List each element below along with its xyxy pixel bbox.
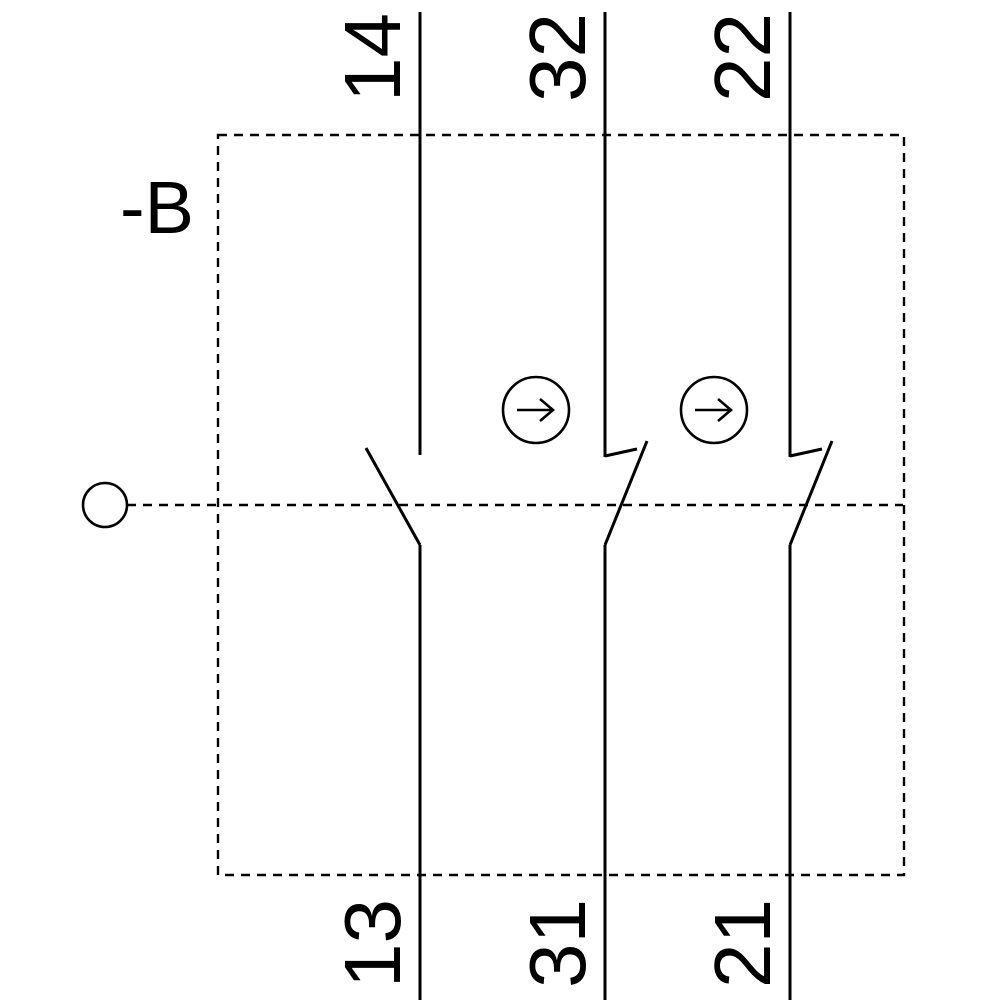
contact-blade — [788, 440, 834, 546]
contact-seat-tick — [789, 447, 823, 458]
circle-right-arrow-icon — [501, 375, 571, 445]
symbol-circle — [501, 375, 571, 445]
contact-nc-31-32: 32 31 — [513, 12, 649, 1000]
arrow-head — [539, 398, 556, 422]
enclosure-boundary-box — [216, 133, 906, 877]
contact-no-13-14: 14 13 — [328, 12, 422, 1000]
contact-blade — [364, 447, 422, 546]
symbol-circle — [679, 375, 749, 445]
contact-nc-21-22: 22 21 — [698, 12, 834, 1000]
terminal-label-top: 32 — [513, 13, 602, 102]
terminal-label-bottom: 31 — [513, 899, 602, 988]
arrow-head — [717, 398, 734, 422]
terminal-label-bottom: 21 — [698, 899, 787, 988]
terminal-label-top: 14 — [328, 13, 417, 102]
plunger-circle-icon — [81, 481, 129, 529]
contact-seat-tick — [604, 447, 638, 458]
terminal-label-top: 22 — [698, 13, 787, 102]
device-label: -B — [120, 166, 194, 249]
terminal-label-bottom: 13 — [328, 899, 417, 988]
contact-blade — [603, 440, 649, 546]
circle-right-arrow-icon — [679, 375, 749, 445]
